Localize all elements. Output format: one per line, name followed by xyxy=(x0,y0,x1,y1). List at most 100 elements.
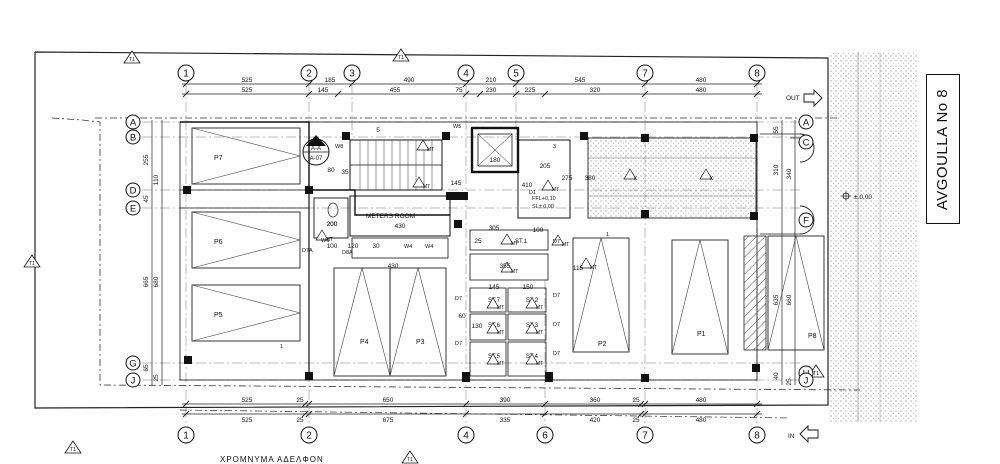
meters-room-label: METERS ROOM xyxy=(366,213,415,220)
equipment-tag-label: MT xyxy=(497,330,504,336)
column-bubble-label: 7 xyxy=(642,69,648,80)
door-window-tags: D7A D8A D7 D7 D7 D7 D7 D7 D1 W5 W8 W4 W4… xyxy=(280,124,609,357)
dimension-label: 660 xyxy=(786,294,793,305)
project-title: AVGOULLA No 8 xyxy=(934,88,952,210)
dim-tick xyxy=(637,400,645,408)
sidewalk xyxy=(830,52,918,422)
bay-arrow xyxy=(389,266,447,377)
dimension-label: 275 xyxy=(562,175,573,182)
row-bubble-C: C xyxy=(798,134,814,150)
dimension-label: 525 xyxy=(242,87,253,94)
bay-arrow xyxy=(671,239,729,355)
column-bubble-label: 2 xyxy=(306,431,312,442)
dimension-label: 25 xyxy=(786,378,793,386)
dim-tick xyxy=(348,80,356,88)
lift-car xyxy=(477,133,513,167)
equipment-tag: MT xyxy=(315,229,333,243)
building-outline xyxy=(180,121,450,216)
t1-label: T1 xyxy=(29,261,35,267)
parking-label-p1: P1 xyxy=(697,331,706,338)
equipment-tag: MT xyxy=(486,322,504,336)
dimension-label: 25 xyxy=(632,397,640,404)
section-marker-sheet: A-07 xyxy=(310,156,323,162)
bay-arrow xyxy=(572,237,630,353)
door-tag: D8A xyxy=(342,250,353,256)
dimension-label: 665 xyxy=(143,276,150,287)
column-bubble-7: 7 xyxy=(636,426,654,444)
bay-arrow xyxy=(333,266,391,377)
dim-tick xyxy=(462,400,470,408)
sl-label: SL± 0,00 xyxy=(532,204,554,210)
row-bubble-label: F xyxy=(803,216,809,227)
dimension-label: 420 xyxy=(590,417,601,424)
dim-tick xyxy=(637,410,645,418)
row-bubble-E: E xyxy=(125,200,141,216)
dimension-label: 185 xyxy=(325,77,336,84)
dimension-label: 230 xyxy=(486,87,497,94)
out-arrow-icon xyxy=(803,88,823,108)
equipment-tag: MT xyxy=(525,353,543,367)
column-bubble-8: 8 xyxy=(748,426,766,444)
dim-tick xyxy=(182,90,190,98)
column-bubble-4: 4 xyxy=(457,426,475,444)
window-tag: W5 xyxy=(453,124,461,130)
t1-label: T1 xyxy=(813,371,819,377)
equipment-tag-label: K xyxy=(634,176,638,182)
t1-marker: T1 xyxy=(23,254,41,268)
dimension-label: 145 xyxy=(318,87,329,94)
dimension-label: 60 xyxy=(458,313,466,320)
equipment-tag-label: MT xyxy=(536,305,543,311)
dimension-label: 335 xyxy=(500,417,511,424)
dimension-label: 145 xyxy=(451,180,462,187)
row-bubble-F: F xyxy=(798,212,814,228)
storage-band xyxy=(469,253,549,281)
dimension-chains xyxy=(151,83,800,415)
row-grid-bubbles: ABDEGJACFHJ xyxy=(125,114,814,388)
dimension-label: 525 xyxy=(242,77,253,84)
equipment-tag-label: MT xyxy=(497,361,504,367)
street-label: ΧΡΟΜΝΥΜΑ ΑΔΕΛΦΟΝ xyxy=(220,455,324,464)
setback-line xyxy=(51,117,861,391)
dimension-label: 75 xyxy=(455,87,463,94)
dimension-label: 340 xyxy=(786,168,793,179)
dimension-label: 430 xyxy=(395,223,406,230)
dimension-label: 5 xyxy=(376,127,380,134)
door-tag: D7 xyxy=(553,351,560,357)
dimension-label: 525 xyxy=(242,417,253,424)
dimension-label: 80 xyxy=(327,167,335,174)
dimension-label: 35 xyxy=(341,169,349,176)
equipment-tag-label: MT xyxy=(536,361,543,367)
ffl-label: FFL+0,10 xyxy=(532,196,556,202)
equipment-tag: MT xyxy=(486,297,504,311)
t1-marker: T1 xyxy=(392,48,410,62)
dim-tick xyxy=(182,400,190,408)
dimension-label: 360 xyxy=(590,397,601,404)
window-tag: W8 xyxy=(335,144,343,150)
dim-tick xyxy=(753,400,761,408)
parking-label-p5: P5 xyxy=(214,312,223,319)
door-tag: D7 xyxy=(455,341,462,347)
dimension-label: 225 xyxy=(525,87,536,94)
storage-st1 xyxy=(469,229,549,251)
dimension-label: 205 xyxy=(540,163,551,170)
dimension-label: 180 xyxy=(490,157,501,164)
column-bubble-label: 3 xyxy=(349,69,355,80)
corridor xyxy=(351,237,449,259)
bay-arrow xyxy=(767,235,825,351)
bay-arrow xyxy=(191,284,302,342)
dimension-label: 635 xyxy=(773,294,780,305)
parking-bay-p5 xyxy=(191,284,301,342)
column-bubble-5: 5 xyxy=(507,64,525,82)
column-bubble-2: 2 xyxy=(300,426,318,444)
dimension-label: 525 xyxy=(242,397,253,404)
parking-bay-p6 xyxy=(191,211,301,269)
dim-tick xyxy=(301,400,309,408)
dim-tick xyxy=(512,80,520,88)
equipment-tag-label: MT xyxy=(562,242,569,248)
dimension-label: 130 xyxy=(472,323,483,330)
dimension-label: 120 xyxy=(348,243,359,250)
wc-room xyxy=(313,197,349,239)
equipment-tag: K xyxy=(699,168,714,182)
